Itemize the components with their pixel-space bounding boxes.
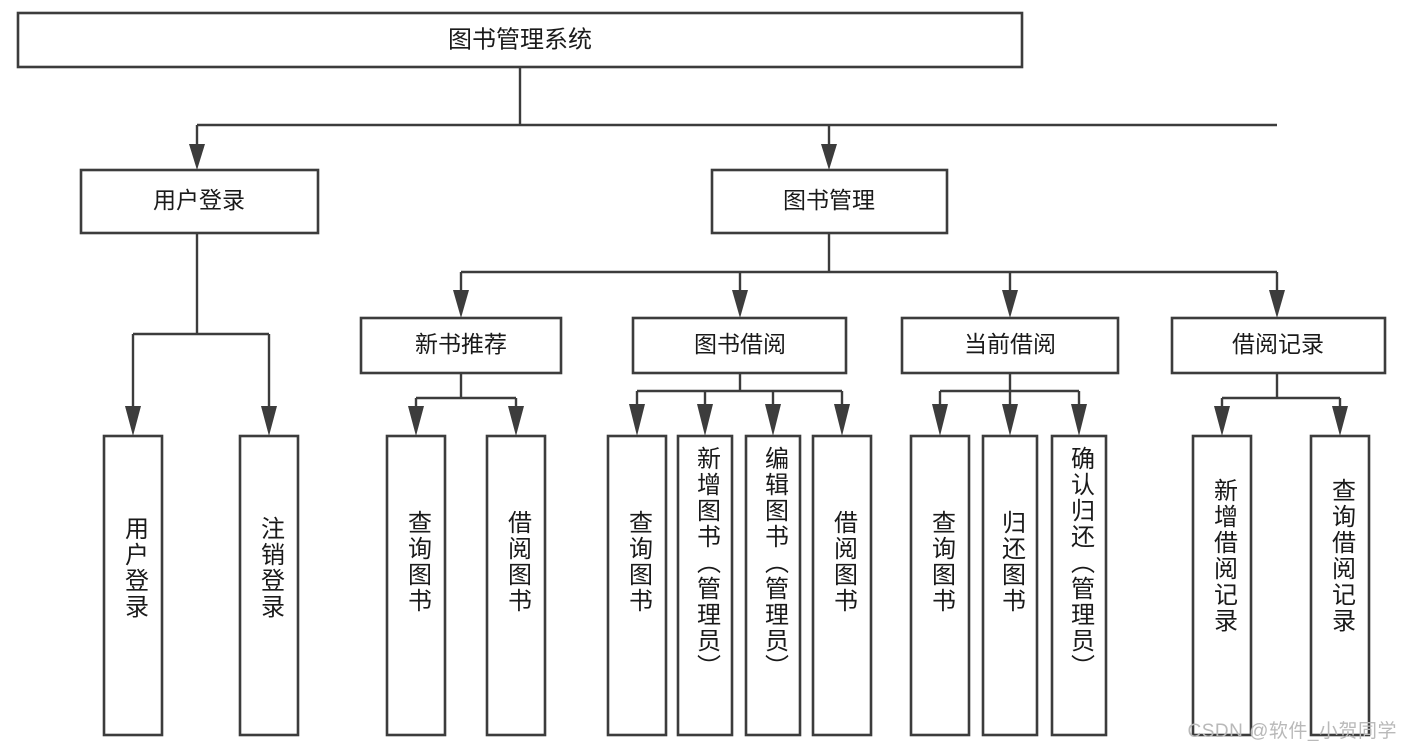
connector-currentborrow-to-leaves xyxy=(932,373,1087,436)
leaf-box-nbr-borrow-book[interactable] xyxy=(485,434,547,737)
arrow-head-icon xyxy=(1214,406,1230,436)
node-book-management[interactable]: 图书管理 xyxy=(710,168,949,235)
arrow-head-icon xyxy=(1269,290,1285,318)
arrow-head-icon xyxy=(189,144,205,170)
arrow-head-icon xyxy=(834,404,850,436)
arrow-head-icon xyxy=(408,406,424,436)
node-root[interactable]: 图书管理系统 xyxy=(16,11,1024,69)
node-new-book-recommend[interactable]: 新书推荐 xyxy=(359,316,563,375)
node-borrow-record-label: 借阅记录 xyxy=(1232,331,1324,357)
arrow-head-icon xyxy=(508,406,524,436)
node-user-login-label: 用户登录 xyxy=(153,187,245,213)
connector-userlogin-to-leaves xyxy=(125,233,277,436)
leaf-box-br-add-record[interactable] xyxy=(1191,434,1253,737)
node-book-borrow-label: 图书借阅 xyxy=(694,331,786,357)
connector-bookborrow-to-leaves xyxy=(629,373,850,436)
arrow-head-icon xyxy=(453,290,469,318)
node-user-login[interactable]: 用户登录 xyxy=(79,168,320,235)
leaf-box-cb-return-book[interactable] xyxy=(981,434,1039,737)
leaf-box-nbr-query-book[interactable] xyxy=(385,434,447,737)
arrow-head-icon xyxy=(697,404,713,436)
arrow-head-icon xyxy=(821,144,837,170)
arrow-head-icon xyxy=(932,404,948,436)
leaf-box-bb-edit-book[interactable] xyxy=(744,434,802,737)
leaf-box-logout[interactable] xyxy=(238,434,300,737)
leaf-box-br-query-record[interactable] xyxy=(1309,434,1371,737)
arrow-head-icon xyxy=(732,290,748,318)
arrow-head-icon xyxy=(629,404,645,436)
arrow-head-icon xyxy=(765,404,781,436)
arrow-head-icon xyxy=(1002,404,1018,436)
leaf-box-cb-query-book[interactable] xyxy=(909,434,971,737)
node-root-label: 图书管理系统 xyxy=(448,26,592,53)
node-current-borrow[interactable]: 当前借阅 xyxy=(900,316,1120,375)
leaf-box-bb-borrow-book[interactable] xyxy=(811,434,873,737)
node-current-borrow-label: 当前借阅 xyxy=(964,331,1056,357)
arrow-head-icon xyxy=(1332,406,1348,436)
node-new-book-recommend-label: 新书推荐 xyxy=(415,331,507,357)
leaf-box-bb-add-book[interactable] xyxy=(676,434,734,737)
leaf-box-cb-confirm-return[interactable] xyxy=(1050,434,1108,737)
arrow-head-icon xyxy=(125,406,141,436)
connector-borrowrecord-to-leaves xyxy=(1214,373,1348,436)
leaf-box-bb-query-book[interactable] xyxy=(606,434,668,737)
leaf-box-user-login[interactable] xyxy=(102,434,164,737)
connector-root-to-level2 xyxy=(189,67,1277,170)
node-book-management-label: 图书管理 xyxy=(783,187,875,213)
connector-newbook-to-leaves xyxy=(408,373,524,436)
arrow-head-icon xyxy=(1071,404,1087,436)
node-book-borrow[interactable]: 图书借阅 xyxy=(631,316,848,375)
node-borrow-record[interactable]: 借阅记录 xyxy=(1170,316,1387,375)
arrow-head-icon xyxy=(261,406,277,436)
arrow-head-icon xyxy=(1002,290,1018,318)
connector-bookmgmt-to-level3 xyxy=(453,233,1285,318)
